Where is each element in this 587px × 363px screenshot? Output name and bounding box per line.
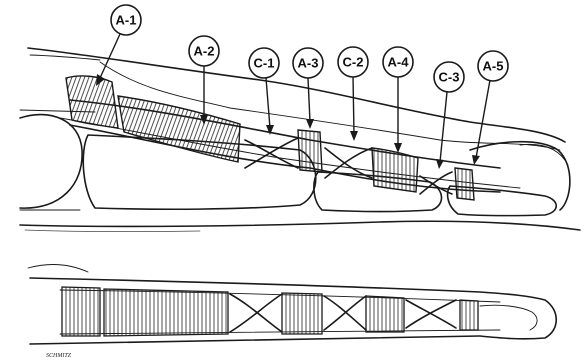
label-a3-text: A-3: [298, 56, 319, 71]
palmar-pulley-a5: [460, 300, 478, 330]
palmar-pulley-a4: [366, 296, 404, 332]
label-a4-text: A-4: [388, 55, 410, 70]
nail: [520, 144, 568, 165]
pulley-a3: [298, 130, 322, 172]
palmar-pulley-a2: [104, 289, 228, 336]
pulley-a1: [66, 76, 118, 128]
label-c3: C-3: [434, 62, 464, 92]
palmar-pulley-c3: [406, 300, 456, 328]
label-a5-text: A-5: [483, 59, 504, 74]
artist-signature: SCHMITZ: [46, 353, 72, 359]
label-c1-text: C-1: [254, 56, 275, 71]
label-c2-text: C-2: [343, 55, 364, 70]
label-a3: A-3: [293, 48, 323, 78]
label-c2: C-2: [338, 47, 368, 77]
palmar-fingertip: [480, 305, 537, 330]
pulley-a4: [372, 148, 418, 192]
palmar-pulley-a3: [282, 293, 322, 334]
palmar-finger-fold: [28, 265, 88, 272]
label-a2: A-2: [189, 36, 219, 66]
label-a1-text: A-1: [116, 13, 137, 28]
palmar-crease: [25, 230, 200, 232]
metacarpal-head: [20, 115, 82, 209]
palmar-skin-outline: [20, 221, 580, 230]
palmar-pulley-a1: [62, 287, 100, 336]
label-a1: A-1: [111, 5, 141, 35]
label-a4: A-4: [383, 47, 413, 77]
label-c3-text: C-3: [439, 70, 460, 85]
palmar-pulley-c1: [230, 294, 282, 332]
palmar-pulley-c2: [324, 296, 366, 330]
palmar-view: [28, 265, 556, 344]
label-c1: C-1: [249, 48, 279, 78]
label-a5: A-5: [478, 51, 508, 81]
pulley-a5: [455, 168, 474, 200]
pulley-labels: A-1 A-2 C-1 A-3 C-2 A-4 C-3 A-5: [111, 5, 508, 92]
fingertip-outline: [470, 142, 570, 210]
label-a2-text: A-2: [194, 44, 215, 59]
